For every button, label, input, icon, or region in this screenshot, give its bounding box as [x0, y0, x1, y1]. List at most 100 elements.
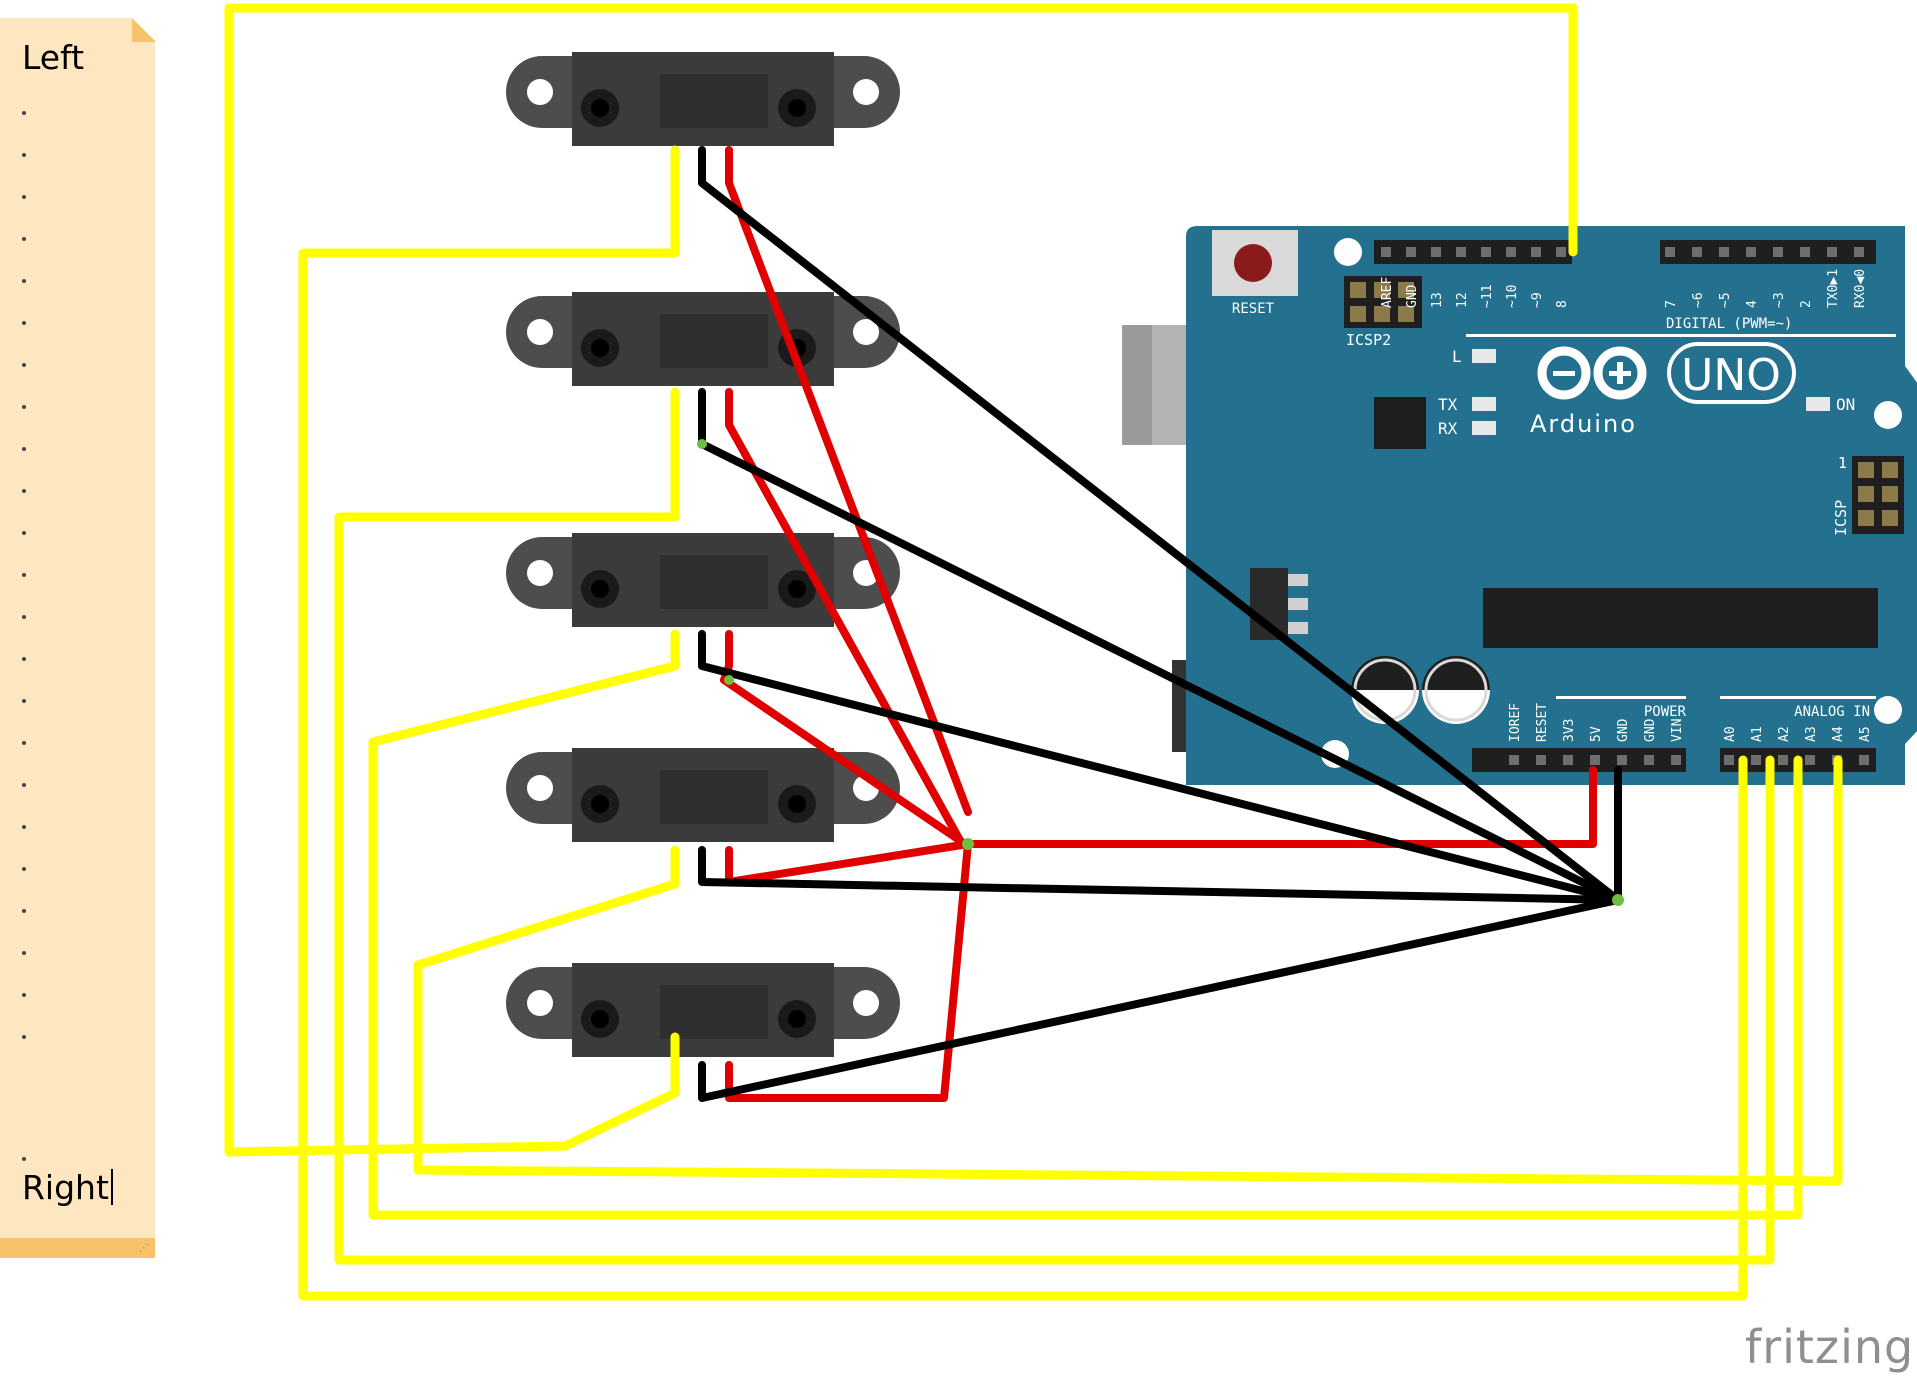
- note-fold-corner: [132, 18, 156, 42]
- led-l-label: L: [1452, 347, 1462, 366]
- ir-distance-sensor[interactable]: [506, 52, 900, 146]
- arduino-logo: [1537, 342, 1796, 404]
- led-rx-label: RX: [1438, 419, 1458, 438]
- digital-pin[interactable]: [1481, 247, 1491, 257]
- digital-pin-label: ~11: [1480, 285, 1495, 308]
- note-dot: [22, 111, 26, 115]
- led-on-label: ON: [1836, 395, 1855, 414]
- mount-hole: [1874, 696, 1902, 724]
- wire-5v-sensor-2[interactable]: [725, 388, 966, 848]
- note-dot: [22, 741, 26, 745]
- digital-pin[interactable]: [1431, 247, 1441, 257]
- digital-pin-label: ~9: [1530, 292, 1545, 308]
- analog-pin[interactable]: [1805, 755, 1815, 765]
- note-dot: [22, 321, 26, 325]
- analog-pin-label: A4: [1831, 726, 1846, 742]
- analog-label: ANALOG IN: [1794, 704, 1870, 720]
- wire-5v-main[interactable]: [964, 766, 1597, 848]
- digital-pin[interactable]: [1800, 247, 1810, 257]
- digital-pin[interactable]: [1746, 247, 1756, 257]
- note-dot: [22, 447, 26, 451]
- digital-pin[interactable]: [1854, 247, 1864, 257]
- power-pin[interactable]: [1536, 755, 1546, 765]
- note-dot: [22, 783, 26, 787]
- digital-pin[interactable]: [1692, 247, 1702, 257]
- atmega-chip: [1483, 588, 1878, 648]
- digital-pin-label: GND: [1405, 284, 1420, 308]
- digital-pin[interactable]: [1665, 247, 1675, 257]
- wire-signal-a3[interactable]: [413, 755, 1843, 1186]
- joint: [697, 439, 707, 449]
- power-pin[interactable]: [1671, 755, 1681, 765]
- pcb: [1186, 226, 1917, 785]
- resize-grip-icon[interactable]: ⋰: [139, 1243, 149, 1254]
- digital-divider: [1466, 334, 1896, 337]
- ir-distance-sensor[interactable]: [506, 292, 900, 386]
- digital-pin[interactable]: [1456, 247, 1466, 257]
- digital-pin[interactable]: [1406, 247, 1416, 257]
- digital-header-high: [1374, 240, 1572, 264]
- power-pin-label: RESET: [1535, 703, 1550, 742]
- wire-gnd-sensor-3[interactable]: [698, 630, 1622, 904]
- analog-pin[interactable]: [1751, 755, 1761, 765]
- wire-gnd-sensor-1[interactable]: [698, 146, 1622, 904]
- note-label-right: Right: [22, 1168, 113, 1207]
- digital-pin[interactable]: [1773, 247, 1783, 257]
- power-pin-label: IOREF: [1508, 703, 1523, 742]
- power-wires: [720, 146, 1597, 1102]
- icsp-header: [1852, 456, 1904, 534]
- wire-signal-a0[interactable]: [298, 145, 1748, 1301]
- wire-gnd-sensor-4[interactable]: [698, 846, 1622, 904]
- wire-5v-sensor-1[interactable]: [725, 146, 972, 816]
- power-pin[interactable]: [1509, 755, 1519, 765]
- led-tx-label: TX: [1438, 395, 1458, 414]
- ir-distance-sensor[interactable]: [506, 963, 900, 1057]
- digital-pin[interactable]: [1531, 247, 1541, 257]
- power-pin-label: 3V3: [1562, 719, 1577, 742]
- power-pin[interactable]: [1590, 755, 1600, 765]
- arduino-uno-board[interactable]: RESET ICSP2 1 ICSP L TX: [1122, 226, 1917, 785]
- power-pin[interactable]: [1617, 755, 1627, 765]
- analog-pin[interactable]: [1859, 755, 1869, 765]
- digital-pin-label: ~5: [1718, 292, 1733, 308]
- digital-pin[interactable]: [1556, 247, 1566, 257]
- note-dot: [22, 237, 26, 241]
- led-on: [1806, 397, 1830, 411]
- reset-label: RESET: [1232, 301, 1275, 317]
- digital-pin-label: 2: [1799, 300, 1814, 308]
- wire-5v-sensor-5[interactable]: [725, 840, 972, 1102]
- wire-gnd-sensor-5[interactable]: [698, 896, 1622, 1102]
- signal-wires: [224, 3, 1843, 1301]
- sticky-note[interactable]: [0, 18, 155, 1256]
- junction-gnd: [1612, 894, 1624, 906]
- analog-pin[interactable]: [1778, 755, 1788, 765]
- digital-pin[interactable]: [1827, 247, 1837, 257]
- analog-pin-label: A0: [1723, 726, 1738, 742]
- wire-signal-d10[interactable]: [224, 3, 1578, 1157]
- digital-label: DIGITAL (PWM=~): [1666, 316, 1792, 332]
- note-dot: [22, 363, 26, 367]
- power-pin[interactable]: [1563, 755, 1573, 765]
- digital-pin-label: ~6: [1691, 292, 1706, 308]
- digital-pin[interactable]: [1719, 247, 1729, 257]
- wire-joints: [697, 439, 1624, 906]
- note-dot: [22, 573, 26, 577]
- ir-distance-sensor[interactable]: [506, 748, 900, 842]
- capacitor: [1422, 656, 1490, 724]
- analog-pin[interactable]: [1724, 755, 1734, 765]
- arduino-brand-text: Arduino: [1530, 410, 1637, 438]
- text-caret: [110, 1169, 113, 1205]
- ir-distance-sensor[interactable]: [506, 533, 900, 627]
- digital-pin-label: 13: [1430, 292, 1445, 308]
- reset-button[interactable]: [1234, 244, 1272, 282]
- power-pin[interactable]: [1644, 755, 1654, 765]
- analog-divider: [1720, 696, 1876, 699]
- wire-signal-a2[interactable]: [368, 629, 1803, 1220]
- icsp-label: ICSP: [1832, 500, 1850, 536]
- led-tx: [1472, 397, 1496, 411]
- digital-pin[interactable]: [1381, 247, 1391, 257]
- wire-5v-sensor-4[interactable]: [725, 840, 972, 886]
- digital-pin[interactable]: [1506, 247, 1516, 257]
